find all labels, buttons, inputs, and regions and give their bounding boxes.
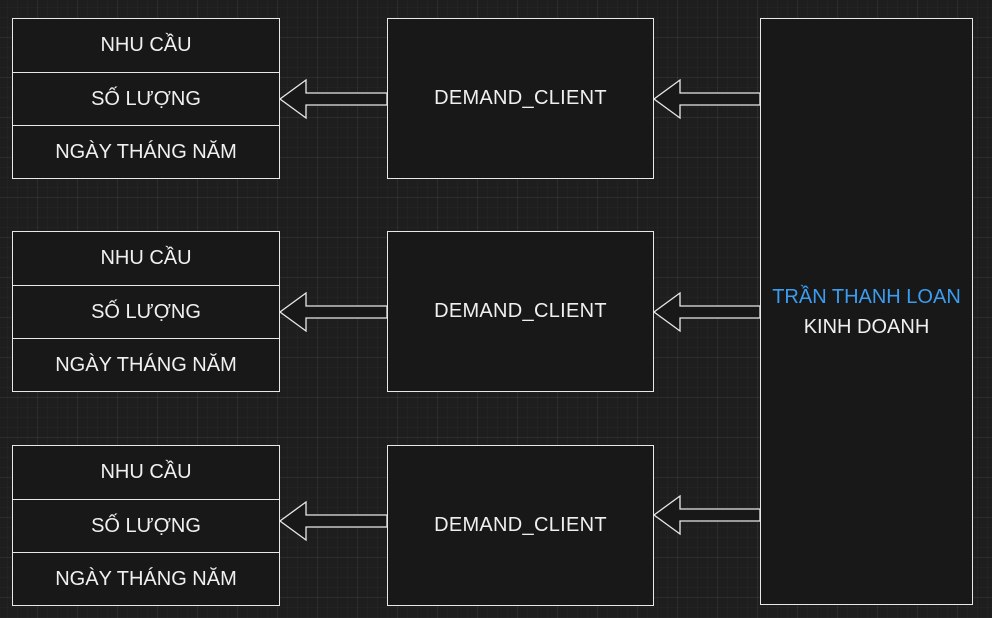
owner-name: TRẦN THANH LOAN — [772, 285, 961, 308]
demand-client-label: DEMAND_CLIENT — [434, 300, 607, 322]
demand-client-label: DEMAND_CLIENT — [434, 87, 607, 109]
owner-box[interactable]: TRẦN THANH LOAN KINH DOANH — [760, 18, 973, 605]
field-need: NHU CẦU — [100, 461, 192, 483]
field-quantity: SỐ LƯỢNG — [13, 499, 279, 552]
arrow-left-icon — [278, 78, 388, 120]
field-table[interactable]: NHU CẦU SỐ LƯỢNG NGÀY THÁNG NĂM — [12, 231, 280, 392]
field-table[interactable]: NHU CẦU SỐ LƯỢNG NGÀY THÁNG NĂM — [12, 18, 280, 179]
field-quantity: SỐ LƯỢNG — [13, 72, 279, 125]
demand-client-box[interactable]: DEMAND_CLIENT — [387, 445, 654, 606]
field-date: NGÀY THÁNG NĂM — [13, 552, 279, 605]
field-quantity: SỐ LƯỢNG — [13, 285, 279, 338]
field-need: NHU CẦU — [100, 34, 192, 56]
demand-client-label: DEMAND_CLIENT — [434, 514, 607, 536]
arrow-left-icon — [652, 494, 761, 536]
field-need: NHU CẦU — [100, 247, 192, 269]
arrow-left-icon — [278, 291, 388, 333]
owner-label: TRẦN THANH LOAN KINH DOANH — [772, 282, 962, 342]
field-table[interactable]: NHU CẦU SỐ LƯỢNG NGÀY THÁNG NĂM — [12, 445, 280, 606]
field-date: NGÀY THÁNG NĂM — [13, 125, 279, 178]
demand-client-box[interactable]: DEMAND_CLIENT — [387, 231, 654, 392]
demand-client-box[interactable]: DEMAND_CLIENT — [387, 18, 654, 179]
arrow-left-icon — [652, 78, 761, 120]
arrow-left-icon — [652, 291, 761, 333]
owner-department: KINH DOANH — [803, 315, 930, 338]
field-date: NGÀY THÁNG NĂM — [13, 338, 279, 391]
arrow-left-icon — [278, 500, 388, 542]
